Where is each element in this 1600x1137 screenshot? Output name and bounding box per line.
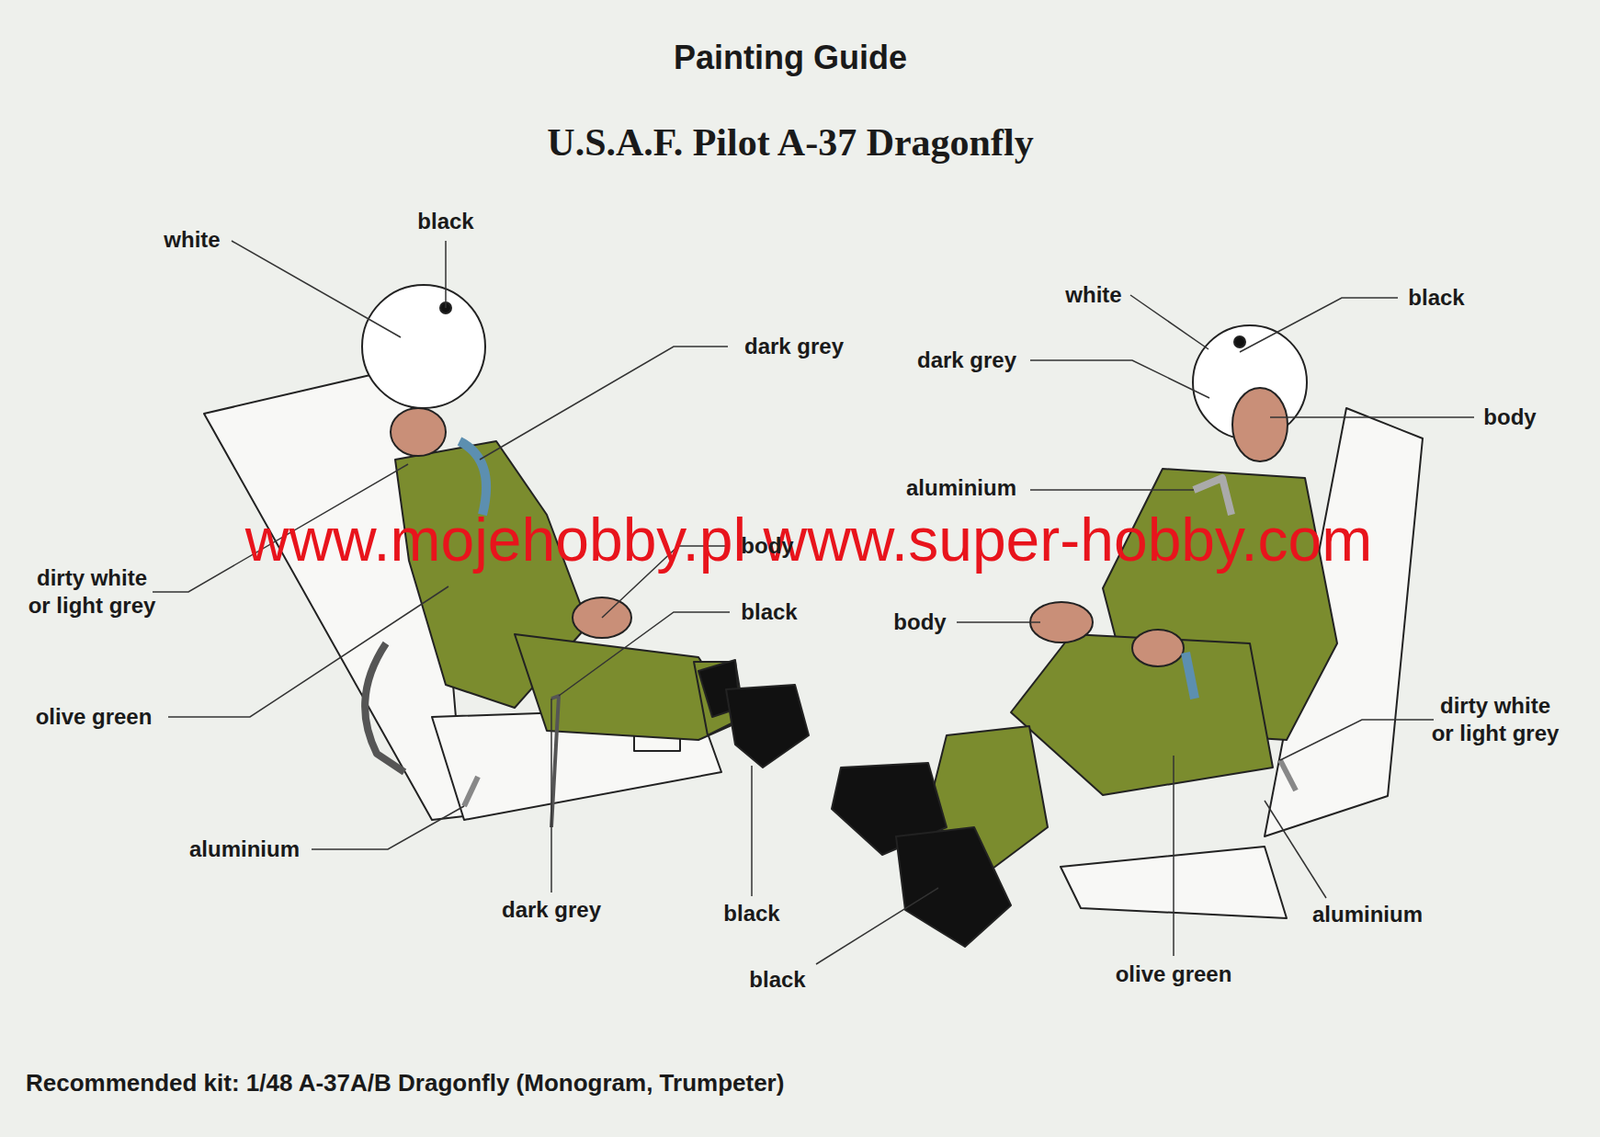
color-label: black	[417, 208, 474, 236]
color-label: olive green	[1115, 961, 1233, 988]
color-label: body	[1483, 404, 1536, 432]
color-label: black	[740, 599, 797, 626]
color-label: olive green	[35, 703, 153, 731]
leader-lines	[152, 240, 1475, 965]
color-label: black	[748, 966, 806, 994]
color-label: white	[1065, 282, 1122, 309]
color-label: dirty white or light grey	[27, 564, 157, 620]
color-label: black	[1407, 284, 1464, 312]
color-label: white	[163, 226, 220, 254]
color-label: dirty white or light grey	[1430, 692, 1560, 748]
subtitle: U.S.A.F. Pilot A-37 Dragonfly	[546, 119, 1033, 166]
color-label: dark grey	[744, 333, 844, 361]
watermark: www.mojehobby.pl www.super-hobby.com	[245, 503, 1373, 577]
guide-title: Painting Guide	[673, 37, 908, 78]
color-label: aluminium	[189, 836, 300, 863]
color-label: body	[893, 609, 946, 636]
color-label: aluminium	[1312, 901, 1423, 929]
color-label: dark grey	[917, 347, 1017, 375]
color-label: body	[740, 533, 794, 560]
color-label: dark grey	[501, 896, 602, 924]
color-label: black	[723, 900, 780, 928]
color-label: aluminium	[906, 475, 1017, 502]
kit-caption: Recommended kit: 1/48 A-37A/B Dragonfly …	[25, 1068, 784, 1098]
